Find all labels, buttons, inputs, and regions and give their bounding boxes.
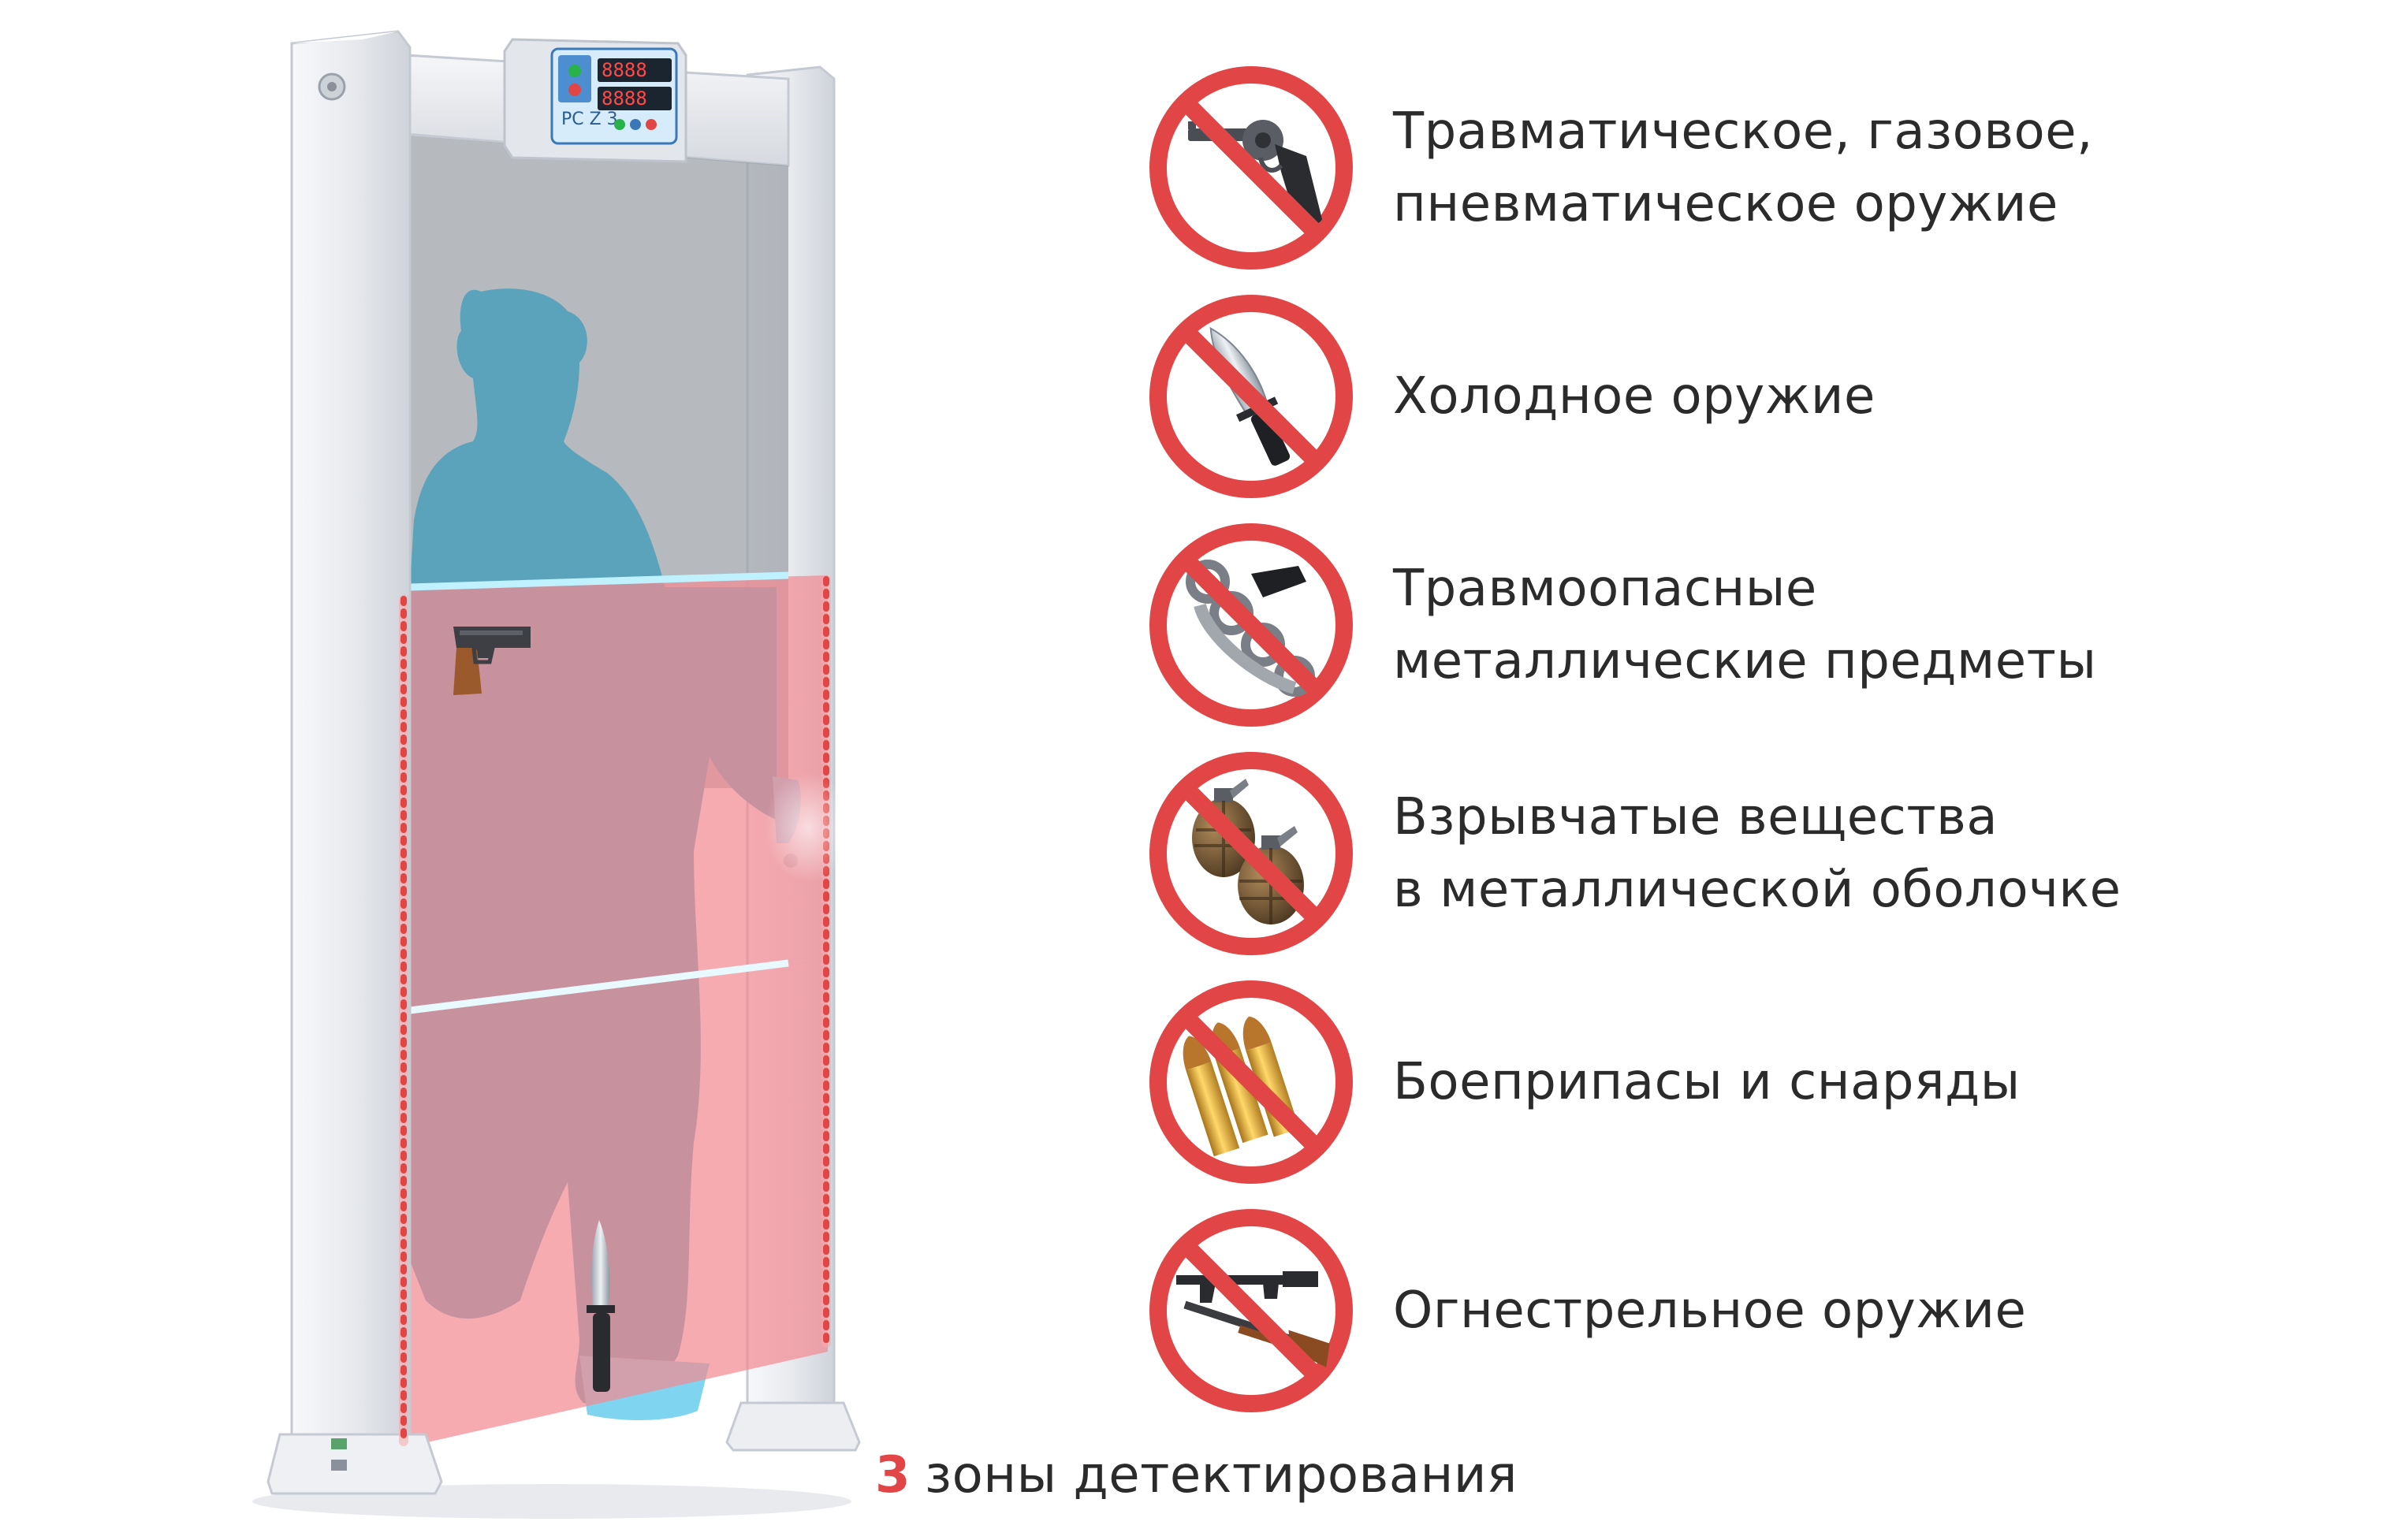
revolver-icon [1149,66,1353,270]
prohibited-item-label: Взрывчатые вещества в металлической обол… [1393,788,2121,919]
prohibited-item-label: Холодное оружие [1393,367,1876,426]
lower-zone [410,958,828,1446]
hidden-pistol-icon [453,627,531,695]
prohibited-item-label: Боеприпасы и снаряды [1393,1053,2021,1111]
grenade-icon [1149,752,1353,955]
zones-count: 3 [875,1446,911,1505]
control-panel: 8888 8888 PC Z 3 [503,38,687,163]
panel-button-red [646,119,657,130]
left-pillar [266,30,443,1495]
prohibited-item-explosives: Взрывчатые вещества в металлической обол… [1145,747,2343,960]
zone-separator-top [409,571,789,591]
zones-caption-text: зоны детектирования [925,1446,1518,1505]
hand-glow [765,772,851,883]
display-bottom: 8888 [602,87,647,110]
model-label: PC Z 3 [561,110,618,129]
bullets-icon [1149,980,1353,1184]
middle-zone [410,575,828,1009]
hidden-knife-icon [587,1220,615,1392]
prohibited-item-firearms: Огнестрельное оружие [1145,1204,2343,1417]
zone-separator-bottom [409,959,789,1014]
panel-button-green [614,119,625,130]
knife-icon [1149,295,1353,498]
prohibited-item-dangerous-metal: Травмоопасные металлические предметы [1145,519,2343,731]
prohibited-item-label: Травмоопасные металлические предметы [1393,560,2097,690]
led-strip-left [399,595,408,1446]
led-strip-right [821,575,831,1348]
firearms-icon [1149,1209,1353,1412]
prohibited-item-ammunition: Боеприпасы и снаряды [1145,976,2343,1188]
prohibited-item-traumatic: Травматическое, газовое, пневматическое … [1145,61,2343,274]
brass-knuckles-icon [1149,523,1353,727]
panel-button-blue [630,119,641,130]
prohibited-item-label: Огнестрельное оружие [1393,1281,2027,1340]
prohibited-item-cold-weapon: Холодное оружие [1145,290,2343,503]
display-top: 8888 [602,59,647,81]
prohibited-item-label: Травматическое, газовое, пневматическое … [1393,102,2093,233]
